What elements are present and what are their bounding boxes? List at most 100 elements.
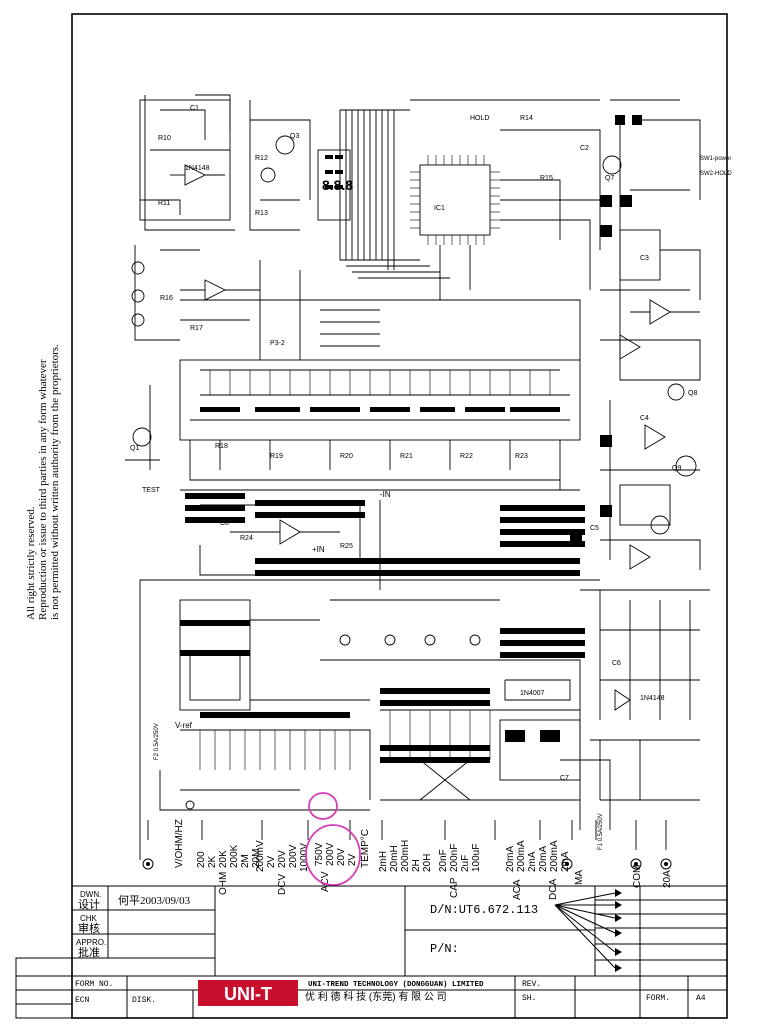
range-dcv-200v: 200V — [288, 844, 299, 868]
in-plus-label: +IN — [312, 545, 325, 554]
capacitor-label: C5 — [590, 525, 599, 532]
sheet-label: SH. — [522, 994, 536, 1003]
capacitor-label: C1 — [190, 105, 199, 112]
title-block-text: DWN. 设计 何平2003/09/03 CHK 审核 APPRO. 批准 FO… — [75, 890, 706, 1005]
capacitor-label: C2 — [580, 145, 589, 152]
range-cap-20nf: 20nF — [438, 849, 449, 872]
ecn-label: ECN — [75, 996, 90, 1005]
resistor-label: R15 — [540, 175, 553, 182]
transistor-label: Q9 — [672, 465, 681, 472]
range-aca-20ma: 20mA — [505, 846, 516, 872]
range-acv-200v: 200V — [325, 842, 336, 866]
magenta-annotations — [305, 792, 361, 886]
range-ohm-200: 200 — [196, 851, 207, 868]
capacitor-label: C7 — [560, 775, 569, 782]
ic-label: IC1 — [434, 205, 445, 212]
range-l-2h: 2H — [411, 859, 422, 872]
range-acv-750v: 750V — [314, 842, 325, 866]
dwn-label: DWN. — [80, 890, 101, 899]
range-com: COM — [632, 865, 643, 888]
diode-label: 1N4148 — [640, 695, 665, 702]
test-label: TEST — [142, 487, 161, 494]
resistor-label: R24 — [240, 535, 253, 542]
range-ohm-title: OHM — [218, 872, 229, 895]
range-dcv-1000v: 1000V — [299, 843, 310, 872]
drawn-by-value: 何平2003/09/03 — [118, 894, 191, 907]
lcd-display — [317, 149, 351, 221]
range-cap-title: CAP — [449, 877, 460, 898]
range-cap-100uf: 100uF — [471, 844, 482, 872]
transistor-q3 — [275, 135, 295, 155]
block-oscillator — [139, 99, 231, 221]
resistor-label: R21 — [400, 453, 413, 460]
transistor-q1 — [132, 427, 152, 447]
resistor-label: R11 — [158, 200, 170, 207]
p3-label: P3-2 — [270, 340, 285, 347]
range-l-2mh: 2mH — [378, 851, 389, 872]
range-ohm-20m: 20M — [251, 849, 262, 868]
resistor-highlight-circle — [308, 792, 338, 820]
range-l-20mh: 20mH — [389, 845, 400, 872]
transistor-q7 — [602, 155, 622, 175]
range-ohm-200k: 200K — [229, 844, 240, 868]
range-dca-20ma: 20mA — [538, 846, 549, 872]
range-dcv-200mv: 200mV — [255, 840, 266, 872]
sw-power-label: SW1-power — [700, 156, 731, 162]
range-labels: V/OHM/HZ 200 2K 20K 200K 2M 20M OHM 200m… — [174, 819, 673, 900]
capacitor-label: C3 — [640, 255, 649, 262]
range-switch-block — [179, 359, 581, 441]
disk-label: DISK. — [132, 996, 156, 1005]
revision-arrows — [554, 892, 616, 969]
appro-label-cn: 批准 — [78, 945, 100, 959]
company-name-en: UNI-TREND TECHNOLOGY (DONGGUAN) LIMITED — [308, 981, 484, 989]
resistor-label: R16 — [160, 295, 173, 302]
part-number: P/N: — [430, 942, 459, 956]
input-opamp — [279, 519, 301, 545]
paper-size: A4 — [696, 994, 706, 1003]
resistor-label: R13 — [255, 210, 268, 217]
bus-bars — [180, 115, 642, 763]
transistor-label: Q1 — [130, 445, 139, 452]
chk-label: CHK — [80, 914, 98, 923]
capacitor-label: C8 — [220, 520, 229, 527]
transistor-label: Q3 — [290, 133, 299, 140]
transistor-label: Q8 — [688, 390, 697, 397]
range-aca-title: ACA — [512, 879, 523, 900]
dwn-label-cn: 设计 — [78, 898, 100, 911]
range-dcv-title: DCV — [277, 874, 288, 895]
uni-t-logo: UNI-T — [198, 980, 298, 1006]
range-20a: 20A — [662, 870, 673, 888]
copyright-line-3: is not permitted without written authori… — [49, 344, 61, 620]
appro-label: APPRO. — [76, 938, 106, 947]
resistor-label: R25 — [340, 543, 353, 550]
capacitor-label: C4 — [640, 415, 649, 422]
range-ohm-2m: 2M — [240, 854, 251, 868]
range-dca-200ma: 200mA — [549, 840, 560, 872]
capacitor-label: C6 — [612, 660, 621, 667]
copyright-notice: All right strictly reserved. Reproductio… — [25, 344, 61, 620]
resistor-label: R20 — [340, 453, 353, 460]
resistor-label: R12 — [255, 155, 268, 162]
range-temp: TEMP°C — [360, 829, 371, 868]
acv-highlight-circle — [305, 824, 361, 886]
range-aca-2ma: 2mA — [527, 851, 538, 872]
rev-label: REV. — [522, 980, 541, 989]
circuit-wiring — [125, 94, 710, 860]
fuse-f1-label: F1 0.5A/250V — [598, 813, 604, 850]
resistor-label: R23 — [515, 453, 528, 460]
range-vohmhz: V/OHM/HZ — [174, 819, 185, 868]
diode-label: 1N4148 — [185, 165, 210, 172]
company-name-cn: 优 利 德 科 技 (东莞) 有 限 公 司 — [305, 990, 447, 1003]
resistor-label: R17 — [190, 325, 203, 332]
range-dca-title: DCA — [548, 879, 559, 900]
range-acv-20v: 20V — [336, 848, 347, 866]
transistor-label: Q7 — [605, 175, 614, 182]
main-ic — [419, 164, 491, 236]
range-dcv-2v: 2V — [266, 855, 277, 868]
form-no-label: FORM NO. — [75, 980, 113, 989]
range-cap-200nf: 200nF — [449, 844, 460, 872]
chk-label-cn: 审核 — [78, 921, 100, 935]
range-l-20h: 20H — [422, 854, 433, 872]
logo-text: UNI-T — [224, 984, 272, 1004]
